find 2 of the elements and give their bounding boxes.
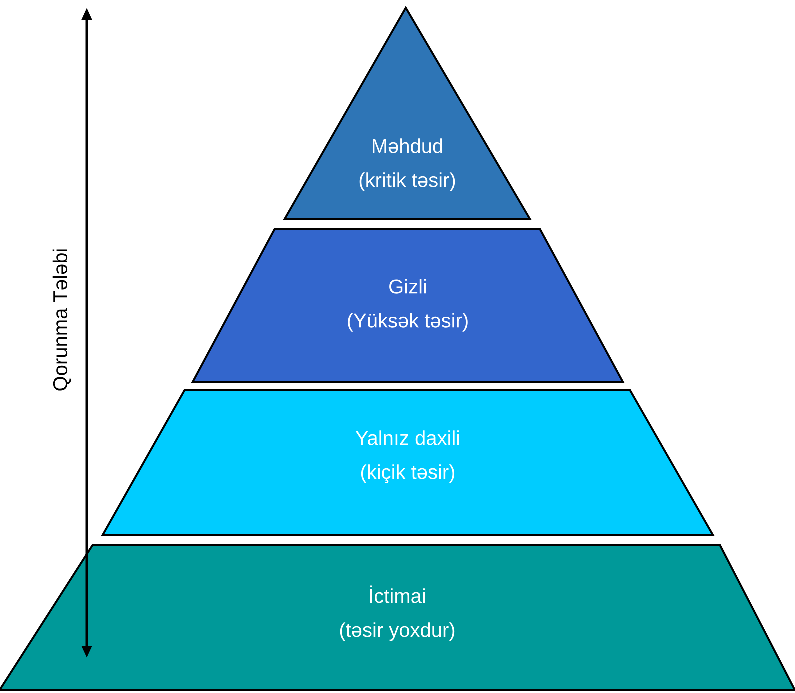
pyramid-tier: İctimai (təsir yoxdur)	[0, 544, 795, 691]
axis-label: Qorunma Tələbi	[52, 250, 72, 391]
